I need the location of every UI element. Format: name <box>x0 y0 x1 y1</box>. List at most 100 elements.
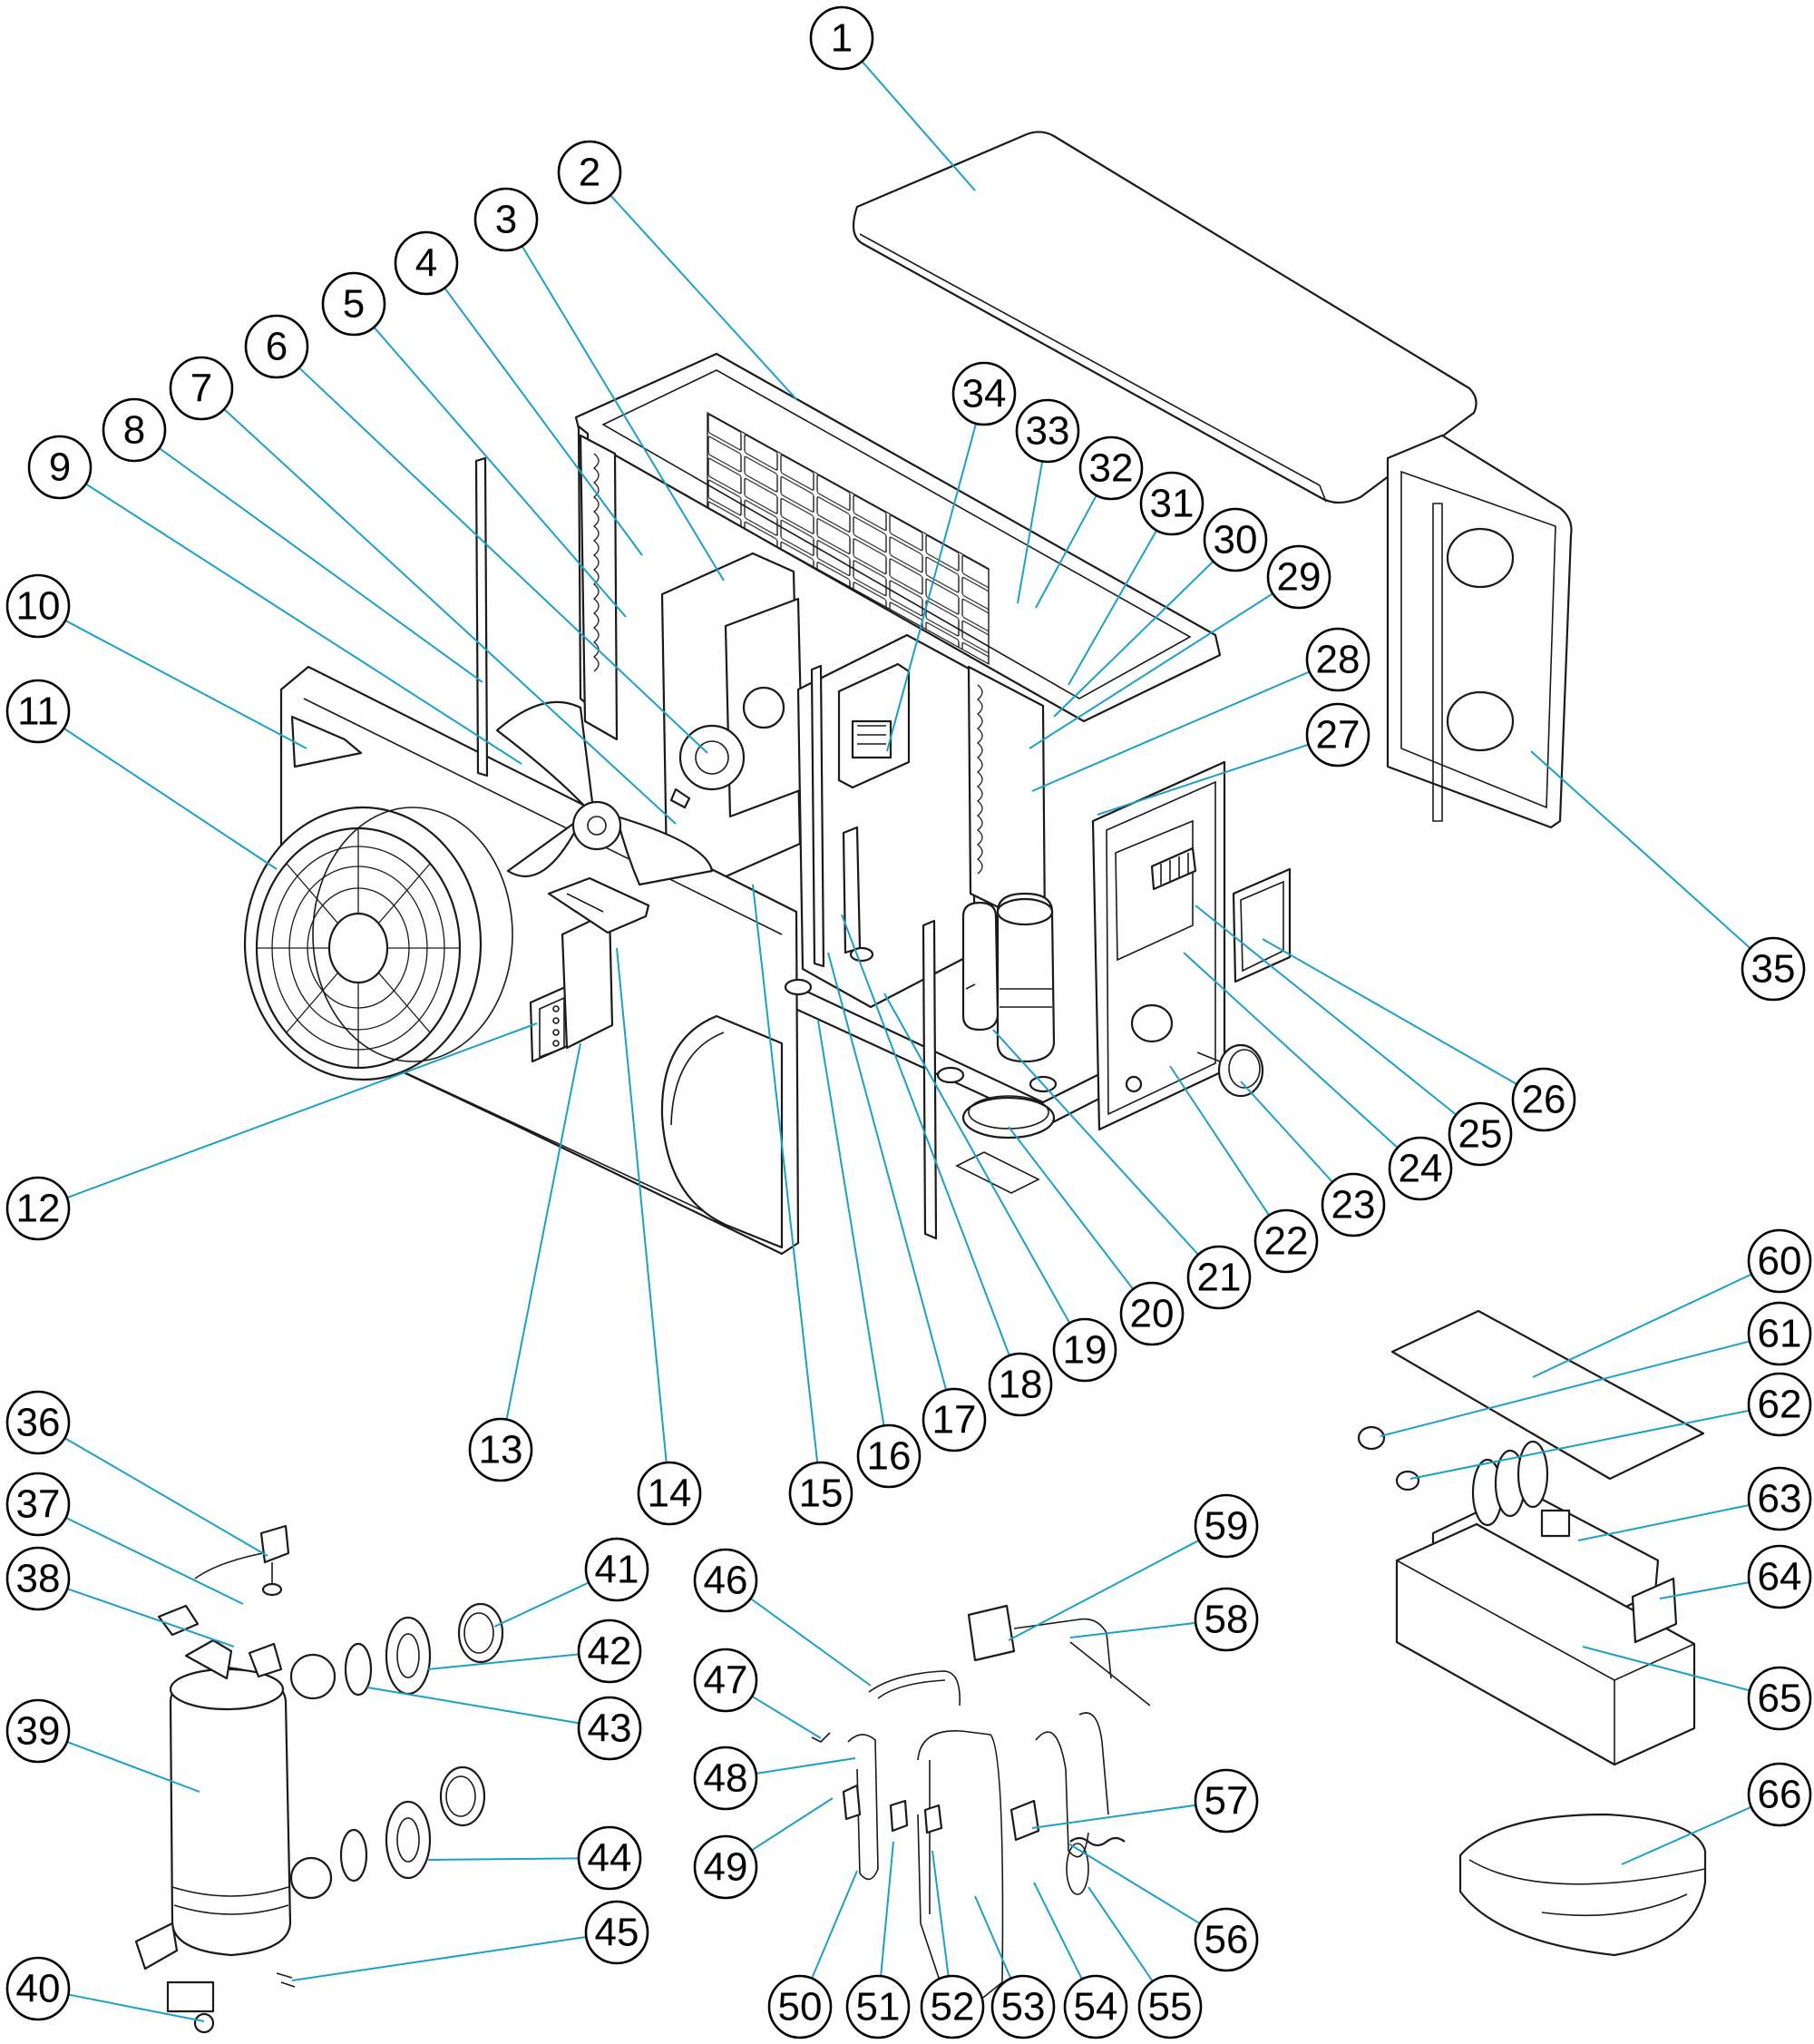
leader-line-35 <box>1530 750 1751 950</box>
callout-circle <box>693 1834 758 1900</box>
callout-33: 33 <box>1015 398 1080 464</box>
callout-45: 45 <box>584 1900 649 1965</box>
callout-circle <box>1139 471 1204 536</box>
callout-22: 22 <box>1253 1208 1319 1274</box>
callout-37: 37 <box>5 1472 71 1537</box>
callout-circle <box>244 314 309 379</box>
callout-31: 31 <box>1139 471 1204 536</box>
callout-number: 58 <box>1204 1598 1249 1642</box>
callout-15: 15 <box>788 1461 853 1526</box>
callout-number: 28 <box>1316 638 1360 682</box>
callout-number: 1 <box>831 16 853 61</box>
callout-12: 12 <box>5 1176 71 1241</box>
callout-circle <box>1078 435 1144 501</box>
callout-number: 65 <box>1758 1677 1802 1721</box>
water-unions <box>276 1602 504 1988</box>
leader-line-33 <box>1017 461 1044 604</box>
callout-number: 38 <box>16 1557 61 1601</box>
callout-circle <box>693 1746 758 1811</box>
electrical-panel <box>1091 760 1226 1131</box>
callout-circle <box>1747 1466 1812 1531</box>
callout-circle <box>1137 1974 1203 2039</box>
leader-line-18 <box>841 914 1010 1356</box>
leader-line-42 <box>427 1653 580 1670</box>
callout-19: 19 <box>1052 1317 1117 1383</box>
leader-line-13 <box>505 1042 581 1420</box>
leader-line-46 <box>749 1598 872 1687</box>
leader-line-11 <box>63 727 278 870</box>
callout-66: 66 <box>1747 1762 1812 1827</box>
callout-circle <box>577 1825 642 1891</box>
leader-line-1 <box>861 60 976 191</box>
callout-circle <box>5 1390 71 1455</box>
leader-line-51 <box>880 1841 894 1977</box>
callout-number: 16 <box>867 1434 912 1479</box>
callout-circle <box>169 356 234 421</box>
leader-line-23 <box>1240 1081 1333 1183</box>
callout-number: 25 <box>1458 1112 1503 1157</box>
callout-55: 55 <box>1137 1974 1203 2039</box>
callout-circle <box>990 1974 1056 2039</box>
callout-number: 56 <box>1204 1918 1249 1962</box>
leader-lines <box>63 60 1752 2022</box>
callout-number: 19 <box>1063 1328 1107 1373</box>
callout-11: 11 <box>5 679 71 744</box>
callout-61: 61 <box>1747 1301 1812 1366</box>
callout-number: 20 <box>1130 1292 1175 1336</box>
callout-number: 22 <box>1264 1219 1309 1264</box>
callout-28: 28 <box>1305 627 1370 692</box>
leader-line-32 <box>1035 494 1097 609</box>
callout-circle <box>1253 1208 1319 1274</box>
callout-26: 26 <box>1511 1067 1576 1132</box>
callout-42: 42 <box>577 1619 642 1684</box>
callout-number: 4 <box>415 241 437 286</box>
top-handle <box>547 876 650 934</box>
callout-10: 10 <box>5 573 71 639</box>
callout-41: 41 <box>584 1537 649 1602</box>
callout-number: 41 <box>595 1548 639 1592</box>
leader-line-20 <box>1008 1126 1135 1290</box>
callout-number: 24 <box>1399 1147 1443 1191</box>
callout-39: 39 <box>5 1698 71 1764</box>
leader-line-54 <box>1033 1882 1083 1980</box>
support-rails <box>474 456 976 1240</box>
callout-60: 60 <box>1747 1228 1812 1294</box>
callout-number: 6 <box>266 325 288 369</box>
callout-circle <box>1305 702 1370 768</box>
leader-line-47 <box>751 1695 822 1739</box>
callout-circle <box>1186 1245 1252 1310</box>
callout-number: 26 <box>1522 1078 1566 1122</box>
callout-8: 8 <box>102 397 167 463</box>
wire-box-cover <box>1232 867 1292 983</box>
callout-number: 29 <box>1277 555 1321 600</box>
callout-number: 49 <box>704 1845 748 1890</box>
callout-circle <box>1511 1067 1576 1132</box>
callout-circle <box>577 1619 642 1684</box>
callout-number: 39 <box>16 1709 61 1754</box>
leader-line-39 <box>66 1741 200 1793</box>
callout-circle <box>5 1472 71 1537</box>
leader-line-66 <box>1621 1805 1752 1865</box>
leader-line-55 <box>1087 1886 1154 1982</box>
terminal-block <box>1150 846 1197 891</box>
callout-62: 62 <box>1747 1372 1812 1437</box>
callout-circle <box>5 1698 71 1764</box>
callout-circle <box>922 1387 987 1452</box>
electrical-box <box>837 662 911 789</box>
control-board-assembly <box>1357 1309 1705 1766</box>
callout-number: 53 <box>1001 1985 1046 2029</box>
callout-circle <box>5 1176 71 1241</box>
leader-line-8 <box>158 447 483 683</box>
leader-line-50 <box>811 1870 858 1980</box>
callout-circle <box>1119 1281 1185 1346</box>
callout-46: 46 <box>693 1548 758 1613</box>
callout-circle <box>584 1900 649 1965</box>
callout-number: 59 <box>1204 1504 1249 1549</box>
leader-line-62 <box>1409 1409 1750 1480</box>
callout-number: 61 <box>1758 1312 1802 1356</box>
callout-4: 4 <box>394 230 459 296</box>
compressor <box>936 892 1058 1093</box>
leader-line-43 <box>366 1687 580 1725</box>
callout-circle <box>5 573 71 639</box>
callout-number: 64 <box>1758 1555 1802 1599</box>
